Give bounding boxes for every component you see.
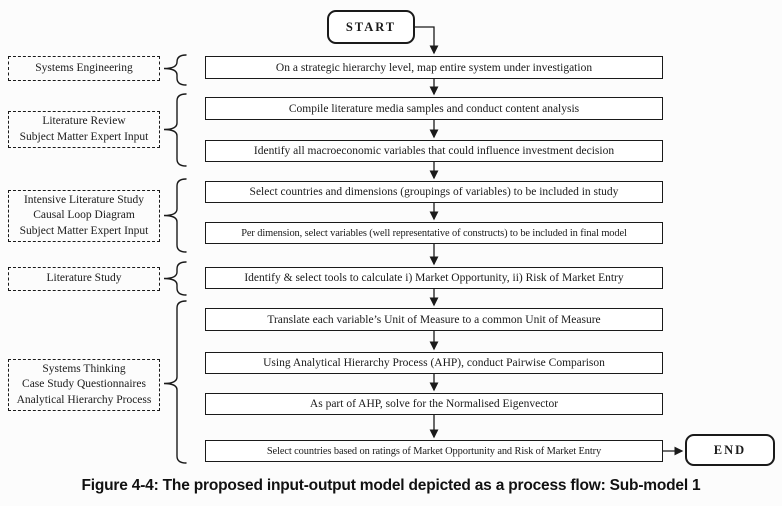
start-label: START <box>345 19 397 34</box>
process-step-text: Per dimension, select variables (well re… <box>241 227 627 239</box>
process-step-text: Translate each variable’s Unit of Measur… <box>267 313 601 326</box>
end-node: END <box>685 434 775 466</box>
process-step-7: Translate each variable’s Unit of Measur… <box>205 308 663 331</box>
process-step-6: Identify & select tools to calculate i) … <box>205 267 663 289</box>
annotation-line: Case Study Questionnaires <box>22 378 146 391</box>
annotation-line: Subject Matter Expert Input <box>19 130 149 143</box>
annotation-line: Systems Engineering <box>35 61 133 74</box>
curly-brace-3 <box>163 178 187 253</box>
annotation-line: Systems Thinking <box>42 363 126 376</box>
curly-brace-2 <box>163 93 187 167</box>
curly-brace-1 <box>163 54 187 86</box>
annotation-line: Intensive Literature Study <box>23 194 145 207</box>
annotation-2: Literature Review Subject Matter Expert … <box>8 111 160 148</box>
process-step-text: Select countries based on ratings of Mar… <box>266 445 602 457</box>
annotation-line: Subject Matter Expert Input <box>19 224 149 237</box>
annotation-line: Literature Review <box>42 115 126 128</box>
curly-brace-4 <box>163 261 187 296</box>
process-step-text: Compile literature media samples and con… <box>288 102 580 115</box>
process-step-text: Identify & select tools to calculate i) … <box>244 272 624 284</box>
process-step-8: Using Analytical Hierarchy Process (AHP)… <box>205 352 663 374</box>
process-step-2: Compile literature media samples and con… <box>205 97 663 120</box>
curly-brace-5 <box>163 300 187 464</box>
annotation-1: Systems Engineering <box>8 56 160 81</box>
process-step-text: Identify all macroeconomic variables tha… <box>253 145 615 157</box>
process-step-10: Select countries based on ratings of Mar… <box>205 440 663 462</box>
annotation-4: Literature Study <box>8 267 160 291</box>
process-step-5: Per dimension, select variables (well re… <box>205 222 663 244</box>
process-step-text: As part of AHP, solve for the Normalised… <box>309 398 559 410</box>
process-step-4: Select countries and dimensions (groupin… <box>205 181 663 203</box>
process-step-text: On a strategic hierarchy level, map enti… <box>275 61 593 74</box>
arrow-start-to-step1 <box>415 26 439 55</box>
start-node: START <box>327 10 415 44</box>
annotation-line: Causal Loop Diagram <box>33 209 135 222</box>
process-step-3: Identify all macroeconomic variables tha… <box>205 140 663 162</box>
annotation-line: Literature Study <box>46 272 122 285</box>
process-step-1: On a strategic hierarchy level, map enti… <box>205 56 663 79</box>
process-step-text: Using Analytical Hierarchy Process (AHP)… <box>263 357 605 369</box>
process-step-9: As part of AHP, solve for the Normalised… <box>205 393 663 415</box>
annotation-5: Systems Thinking Case Study Questionnair… <box>8 359 160 411</box>
process-step-text: Select countries and dimensions (groupin… <box>249 186 619 198</box>
end-label: END <box>713 442 747 457</box>
annotation-3: Intensive Literature Study Causal Loop D… <box>8 190 160 242</box>
figure-caption: Figure 4-4: The proposed input-output mo… <box>81 477 701 494</box>
annotation-line: Analytical Hierarchy Process <box>16 393 152 406</box>
